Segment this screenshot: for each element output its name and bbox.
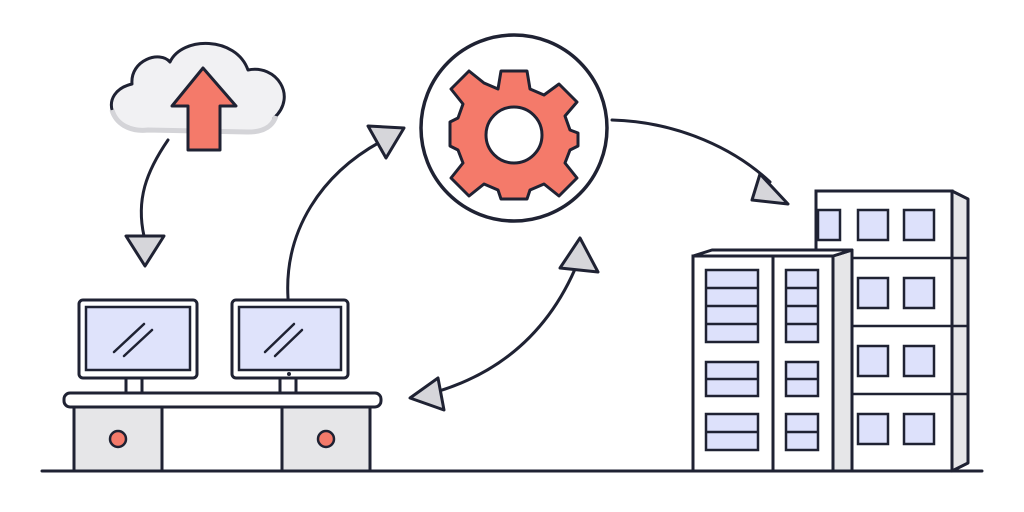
arrow-processing-to-buildings bbox=[610, 118, 790, 206]
desk bbox=[62, 391, 383, 473]
office-building-icon bbox=[691, 189, 970, 473]
desktop-computer-icon bbox=[230, 298, 350, 396]
processing-node bbox=[419, 33, 609, 223]
arrow-workstations-to-processing bbox=[286, 124, 406, 300]
drawer-knob-icon bbox=[316, 429, 336, 449]
drawer-knob-icon bbox=[108, 429, 128, 449]
arrow-cloud-to-workstations bbox=[124, 138, 170, 268]
desktop-computer-icon bbox=[77, 298, 199, 396]
upload-arrow-icon bbox=[170, 66, 238, 152]
gear-icon bbox=[448, 69, 580, 201]
workstations bbox=[62, 298, 383, 473]
cloud-upload-icon bbox=[109, 41, 286, 152]
arrow-two-way-sync bbox=[408, 236, 600, 412]
